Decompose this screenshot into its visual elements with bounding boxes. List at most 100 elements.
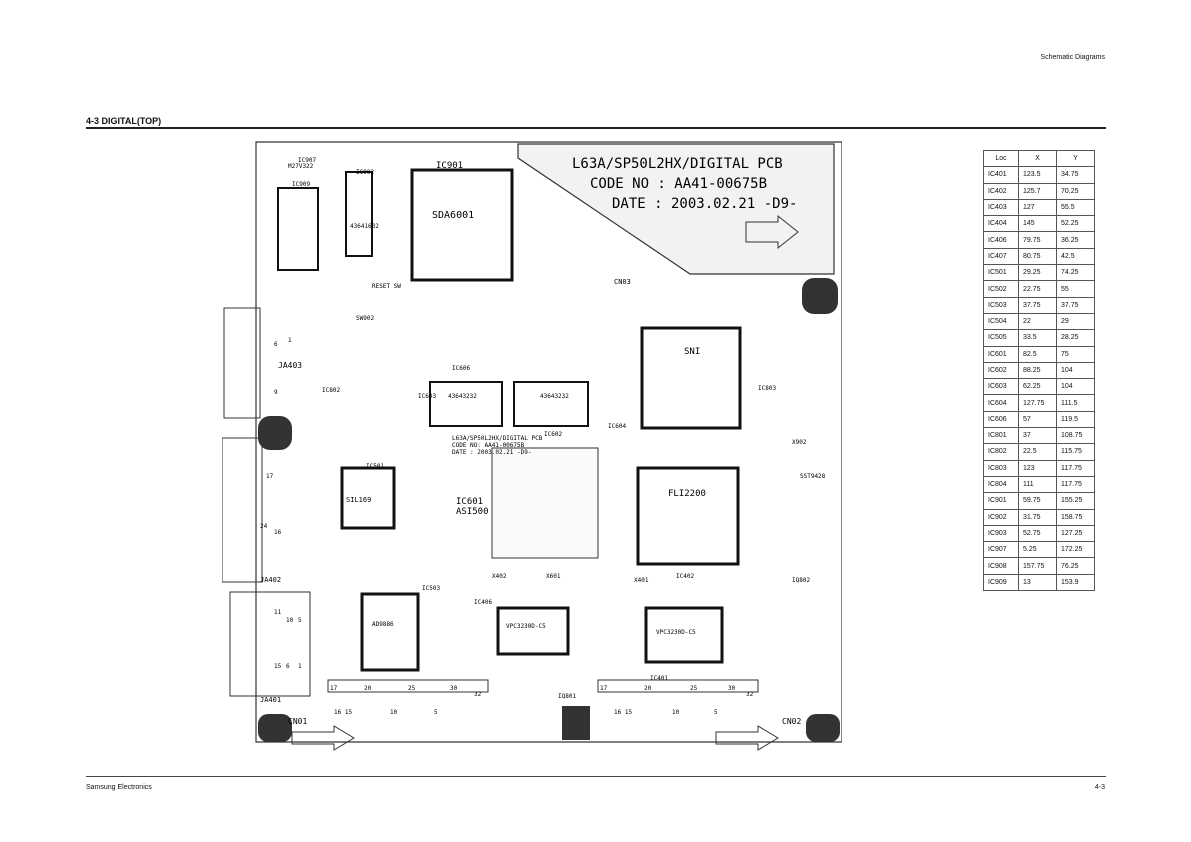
pin-label: 17 (330, 685, 338, 692)
chip-ad9886 (360, 592, 420, 672)
label-ic902: IC902 (356, 169, 374, 176)
label-vpc3230d-2: VPC3230D-C5 (656, 629, 696, 636)
pin-label: 5 (714, 709, 718, 716)
label-vpc3230d-1: VPC3230D-C5 (506, 623, 546, 630)
pin-label: 9 (274, 389, 278, 396)
chip-vpc2 (644, 606, 724, 664)
chip-vpc1 (496, 606, 570, 656)
table-cell: 34.75 (1056, 166, 1095, 184)
table-cell: IC502 (983, 280, 1019, 298)
ja401-connector (229, 591, 311, 697)
table-cell: IC901 (983, 492, 1019, 510)
table-cell: 79.75 (1018, 231, 1057, 249)
label-x402: X402 (492, 573, 507, 580)
table-cell: 111.5 (1056, 394, 1095, 412)
pin-label: 16 15 (614, 709, 632, 716)
chip-fli2200 (636, 466, 740, 566)
pin-label: 30 (728, 685, 736, 692)
table-cell: 145 (1018, 215, 1057, 233)
table-header-row: Loc X Y (983, 149, 1095, 168)
table-cell: IC402 (983, 182, 1019, 200)
label-ic901: IC901 (436, 161, 463, 171)
table-cell: 55 (1056, 280, 1095, 298)
label-ic802: IC802 (322, 387, 340, 394)
table-cell: 22.75 (1018, 280, 1057, 298)
table-cell: 5.25 (1018, 541, 1057, 559)
table-cell: IC802 (983, 443, 1019, 461)
cn02-strip (597, 679, 759, 693)
chip-sil169 (340, 466, 396, 530)
table-cell: 111 (1018, 475, 1057, 494)
label-ja403: JA403 (278, 361, 302, 370)
table-cell: 22 (1018, 312, 1057, 331)
table-cell: 127.25 (1056, 524, 1095, 543)
table-cell: 104 (1056, 361, 1095, 380)
label-cn01: CN01 (288, 717, 307, 726)
footer-rule (86, 776, 1106, 777)
table-cell: 127 (1018, 198, 1057, 217)
section-title: 4-3 DIGITAL(TOP) (86, 116, 162, 126)
pin-label: 5 (298, 617, 302, 624)
label-ja401: JA401 (260, 696, 281, 704)
mount-pad (802, 278, 838, 314)
label-sw902: SW902 (356, 315, 374, 322)
label-iq802: IQ802 (792, 577, 810, 584)
chip-43641632 (345, 171, 373, 257)
pin-label: 6 (274, 341, 278, 348)
table-cell: IC403 (983, 198, 1019, 217)
pin-label: 1 (288, 337, 292, 344)
label-sda6001: SDA6001 (432, 210, 474, 221)
pin-label: 16 15 (334, 709, 352, 716)
footer-left-text: Samsung Electronics (86, 784, 152, 791)
table-cell: IC601 (983, 345, 1019, 363)
label-ic604: IC604 (608, 423, 626, 430)
table-cell: IC603 (983, 378, 1019, 396)
chip-m27v322 (277, 187, 319, 271)
table-cell: 22.5 (1018, 443, 1057, 461)
table-cell: 108.75 (1056, 427, 1095, 445)
table-cell: 123 (1018, 459, 1057, 477)
pin-label: 10 (286, 617, 294, 624)
table-cell: 57 (1018, 410, 1057, 429)
table-cell: 125.7 (1018, 182, 1057, 200)
ja402-connector (222, 437, 263, 583)
table-cell: 36.25 (1056, 231, 1095, 249)
table-cell: 127.75 (1018, 394, 1057, 412)
label-ic603: IC603 (418, 393, 436, 400)
label-43643232-a: 43643232 (448, 393, 477, 400)
table-cell: IC505 (983, 329, 1019, 347)
label-ja402: JA402 (260, 576, 281, 584)
pin-label: 32 (746, 691, 754, 698)
arrow-icon (745, 214, 799, 250)
label-iq801: IQ801 (558, 693, 576, 700)
table-cell: 31.75 (1018, 508, 1057, 526)
table-cell: 29.25 (1018, 264, 1057, 282)
pcb-diagram: L63A/SP50L2HX/DIGITAL PCB CODE NO : AA41… (222, 141, 842, 751)
pcb-small-title1: L63A/SP50L2HX/DIGITAL PCB (452, 435, 543, 442)
table-cell: IC804 (983, 475, 1019, 494)
pin-label: 25 (408, 685, 416, 692)
table-cell: 157.75 (1018, 557, 1057, 575)
table-cell: IC908 (983, 557, 1019, 575)
table-cell: IC404 (983, 215, 1019, 233)
pcb-title-line1: L63A/SP50L2HX/DIGITAL PCB (572, 156, 783, 172)
chip-sda6001 (410, 168, 514, 282)
pin-label: 17 (266, 473, 274, 480)
pin-label: 17 (600, 685, 608, 692)
pin-label: 5 (434, 709, 438, 716)
pin-label: 1 (298, 663, 302, 670)
table-cell: 74.25 (1056, 264, 1095, 282)
